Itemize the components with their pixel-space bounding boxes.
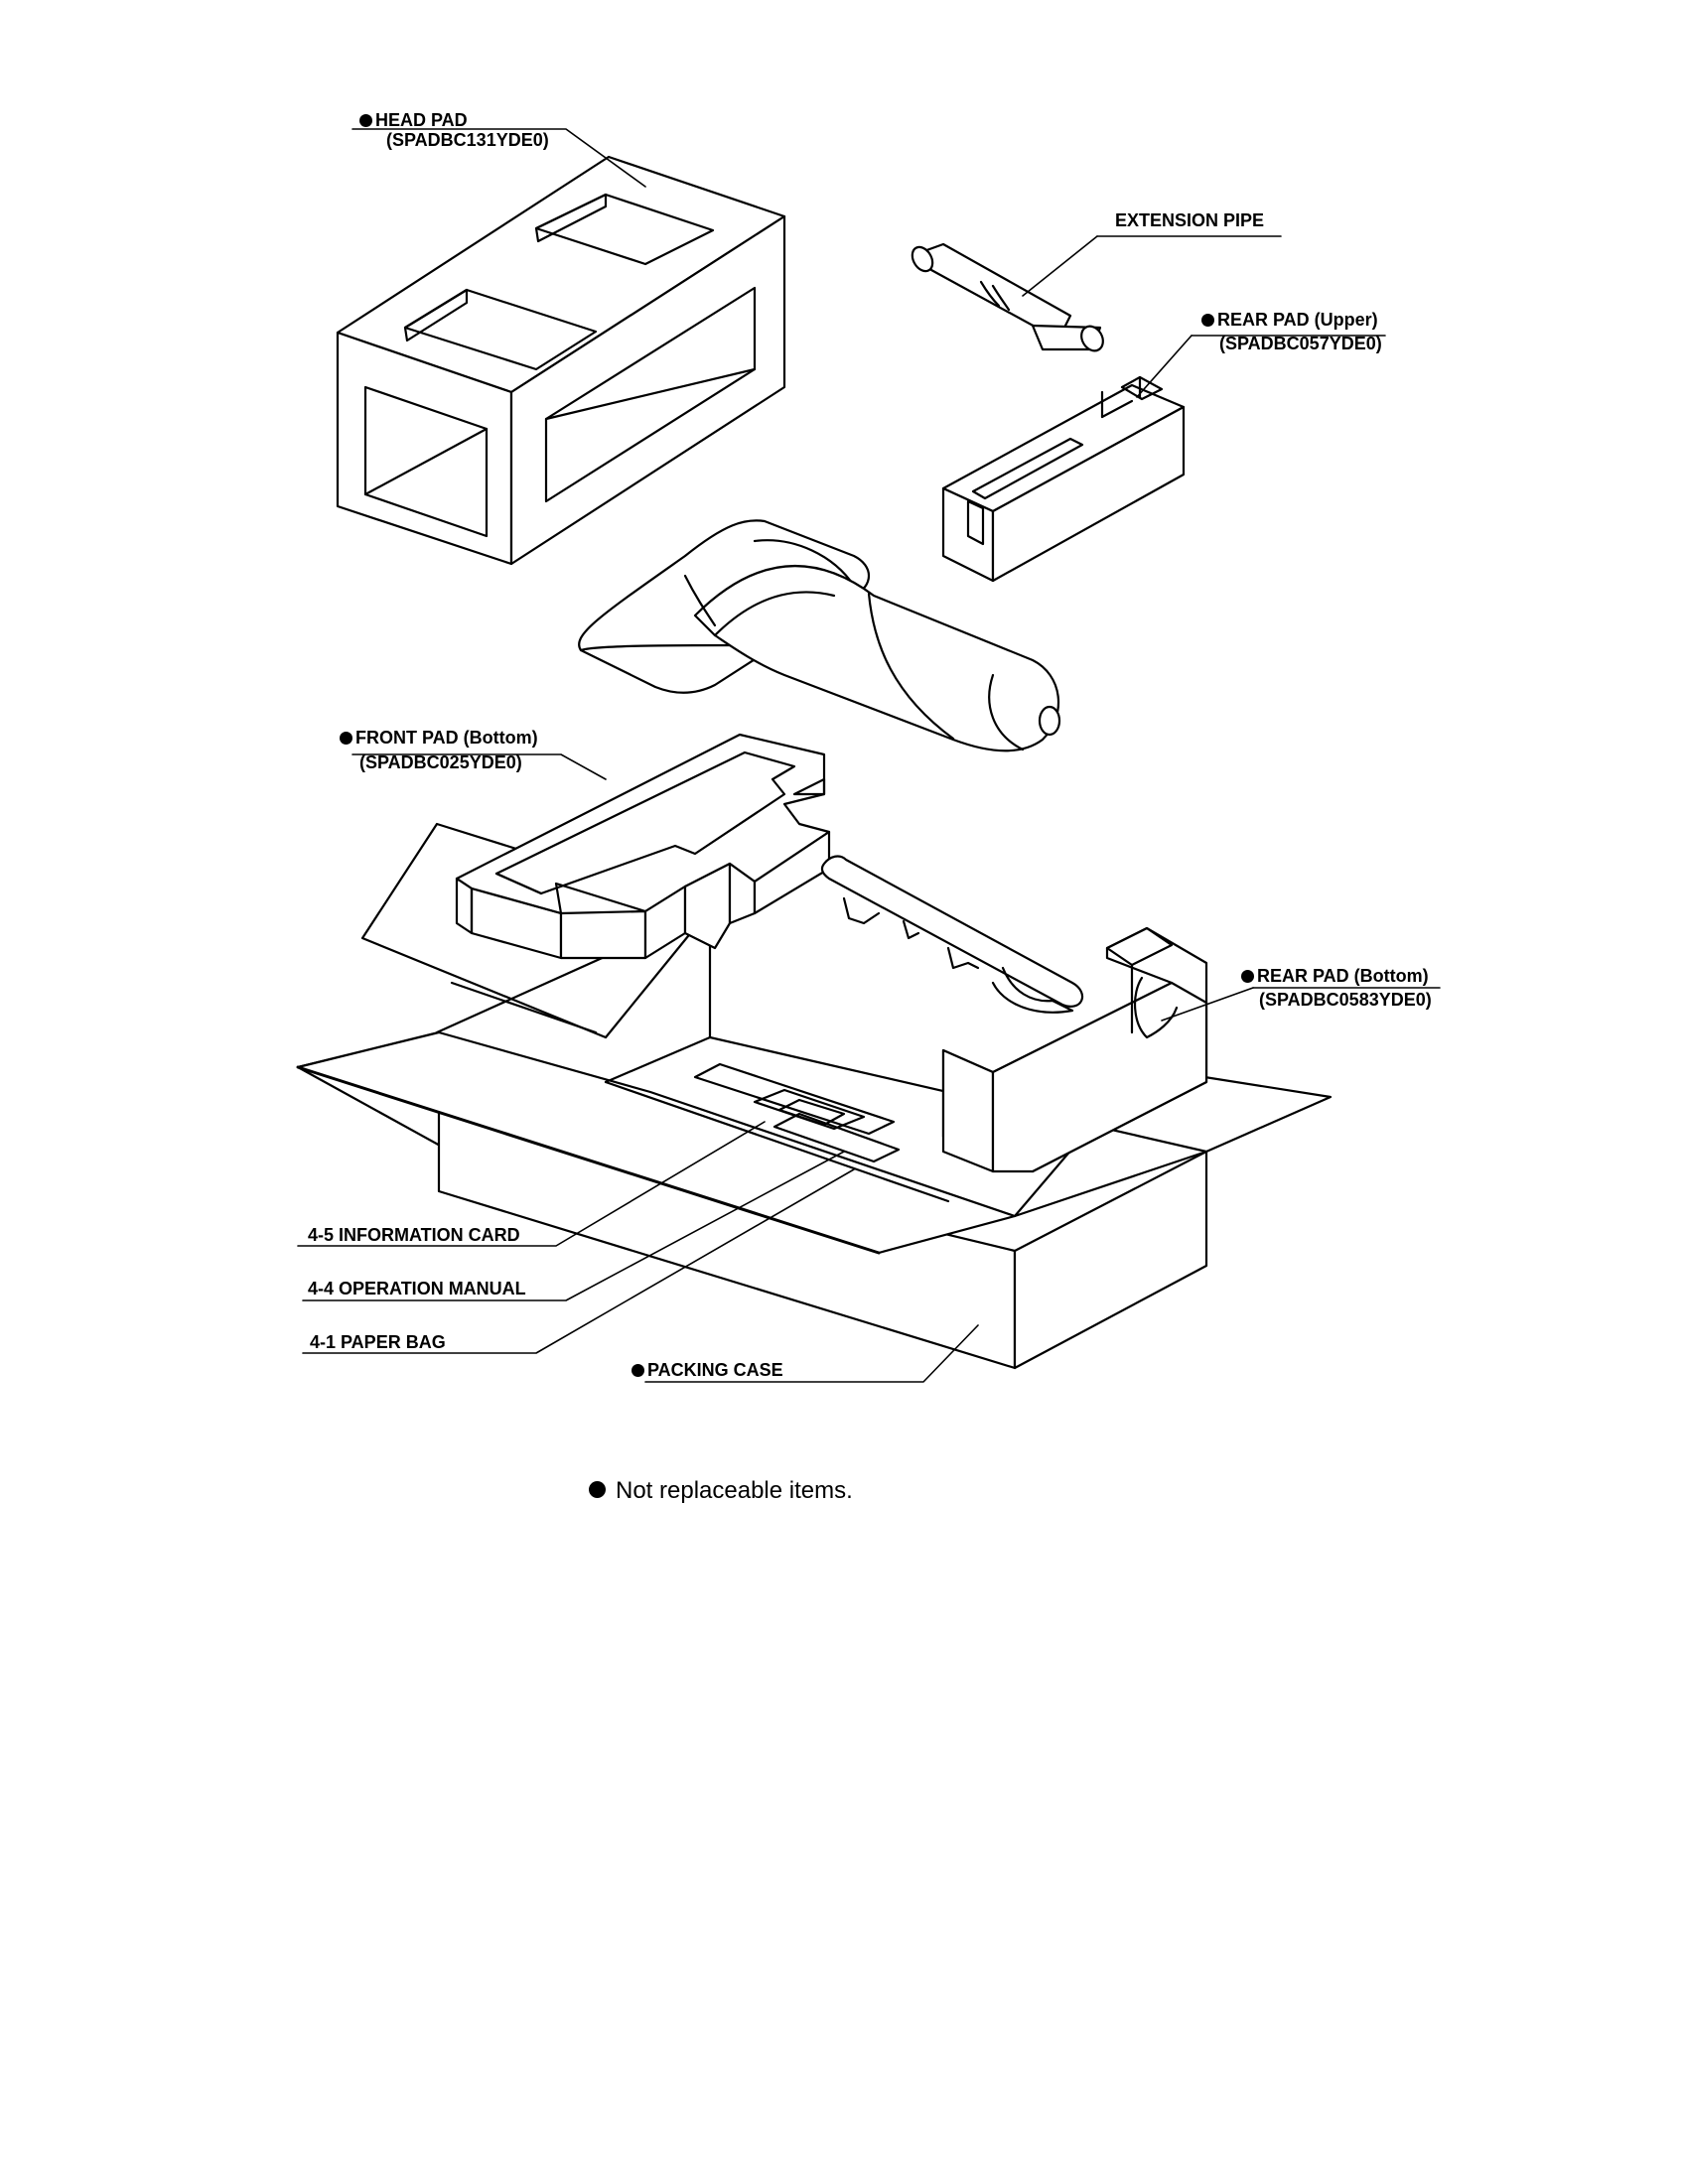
extension-pipe-drawing [911,242,1104,352]
packing-case-label: PACKING CASE [632,1360,783,1380]
legend-text: Not replaceable items. [616,1477,853,1504]
filled-circle-icon [589,1481,606,1498]
legend: Not replaceable items. [589,1477,853,1505]
front-pad-bottom-name: FRONT PAD (Bottom) [355,728,538,748]
paper-bag-label: 4-1 PAPER BAG [310,1332,446,1352]
rear-pad-upper-name: REAR PAD (Upper) [1217,310,1378,330]
operation-manual-label: 4-4 OPERATION MANUAL [308,1279,526,1298]
rear-pad-upper-drawing [941,375,1186,583]
head-pad-drawing [336,155,786,566]
not-replaceable-marker-icon [359,114,372,127]
rear-pad-upper-code: (SPADBC057YDE0) [1219,334,1382,353]
packing-case-drawing [296,822,1333,1370]
not-replaceable-marker-icon [632,1364,644,1377]
rear-pad-bottom-label: REAR PAD (Bottom) [1241,966,1429,986]
rear-pad-bottom-code: (SPADBC0583YDE0) [1259,990,1432,1010]
vacuum-body-drawing [578,519,1061,752]
leader-lines [297,128,1441,1383]
front-pad-bottom-code: (SPADBC025YDE0) [359,752,522,772]
rear-pad-upper-label: REAR PAD (Upper) [1201,310,1378,330]
extension-pipe-label: EXTENSION PIPE [1115,210,1265,230]
front-pad-bottom-drawing [455,733,1084,1014]
head-pad-label: HEAD PAD [359,110,468,130]
packing-case-name: PACKING CASE [647,1360,783,1380]
front-pad-bottom-label: FRONT PAD (Bottom) [340,728,538,748]
head-pad-name: HEAD PAD [375,110,468,130]
not-replaceable-marker-icon [1241,970,1254,983]
rear-pad-bottom-drawing [941,926,1208,1173]
not-replaceable-marker-icon [340,732,352,745]
head-pad-code: (SPADBC131YDE0) [386,130,549,150]
rear-pad-bottom-name: REAR PAD (Bottom) [1257,966,1429,986]
not-replaceable-marker-icon [1201,314,1214,327]
information-card-label: 4-5 INFORMATION CARD [308,1225,520,1245]
